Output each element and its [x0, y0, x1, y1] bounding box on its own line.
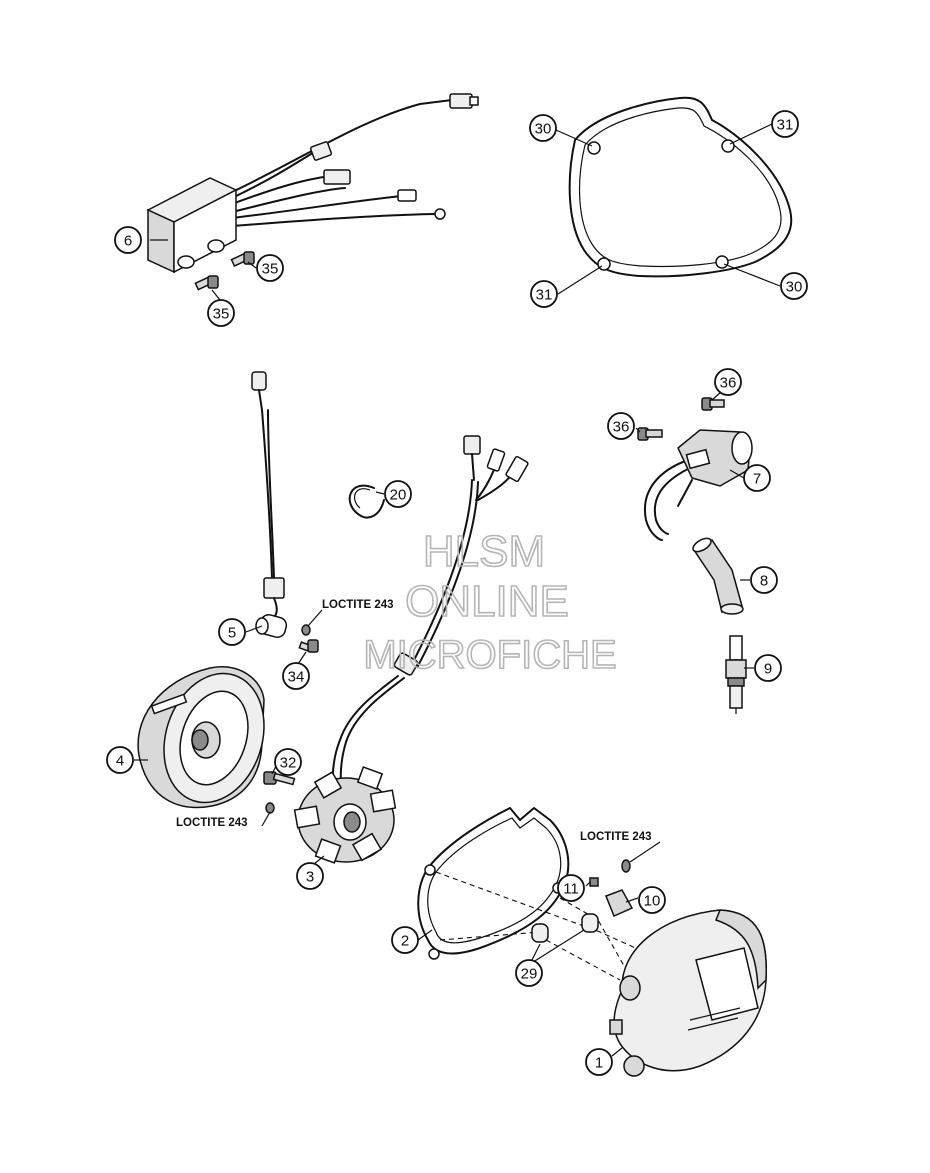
callout-32: 32	[274, 748, 302, 776]
stator	[293, 766, 397, 864]
callout-2: 2	[391, 926, 419, 954]
callout-6: 6	[114, 226, 142, 254]
screw-34	[298, 624, 319, 653]
callout-35-lower: 35	[207, 299, 235, 327]
callout-36-lower: 36	[607, 412, 635, 440]
screw-35-upper	[230, 251, 255, 268]
callout-30-top: 30	[529, 114, 557, 142]
callout-number: 1	[595, 1055, 603, 1072]
callout-29: 29	[515, 959, 543, 987]
callout-number: 4	[116, 753, 124, 770]
callout-5: 5	[218, 618, 246, 646]
callout-3: 3	[296, 862, 324, 890]
callout-number: 7	[753, 471, 761, 488]
dowel-pins	[531, 913, 599, 943]
callout-20: 20	[384, 480, 412, 508]
callout-31-top: 31	[771, 110, 799, 138]
callout-36-upper: 36	[714, 368, 742, 396]
callout-number: 10	[644, 893, 661, 910]
callout-number: 2	[401, 933, 409, 950]
callout-number: 8	[760, 573, 768, 590]
callout-number: 31	[536, 287, 553, 304]
callout-11: 11	[557, 874, 585, 902]
loctite-label-stator: LOCTITE 243	[176, 817, 248, 829]
callout-9: 9	[754, 654, 782, 682]
ignition-coil	[643, 429, 753, 541]
watermark-line-3: MICROFICHE	[363, 633, 616, 677]
screw-35-lower	[194, 275, 219, 291]
callout-number: 34	[288, 669, 305, 686]
callout-number: 5	[228, 625, 236, 642]
callout-number: 20	[390, 487, 407, 504]
screw-36-lower	[637, 427, 663, 441]
callout-number: 30	[535, 121, 552, 138]
stator-cable	[331, 435, 529, 791]
callout-number: 32	[280, 755, 297, 772]
cover-gasket-top	[568, 96, 793, 278]
ignition-cover	[609, 909, 768, 1077]
watermark: HLSM ONLINE MICROFICHE	[363, 526, 618, 678]
watermark-line-2: ONLINE	[405, 577, 569, 626]
clip-10	[605, 859, 634, 918]
callout-number: 30	[786, 279, 803, 296]
dowel-guide-lines	[435, 871, 641, 981]
screw-32	[263, 771, 296, 814]
callout-10: 10	[638, 886, 666, 914]
callout-number: 36	[720, 375, 737, 392]
nut-11	[589, 877, 599, 887]
callout-number: 35	[213, 306, 230, 323]
callout-number: 36	[613, 419, 630, 436]
callout-30-bottom: 30	[780, 272, 808, 300]
circlip	[348, 484, 385, 519]
callout-number: 29	[521, 966, 538, 983]
callout-number: 6	[124, 233, 132, 250]
cdi-unit	[146, 93, 479, 274]
loctite-label-cover: LOCTITE 243	[580, 831, 652, 843]
callout-1: 1	[585, 1048, 613, 1076]
callout-31-bottom: 31	[530, 280, 558, 308]
spark-plug	[725, 635, 747, 714]
callout-number: 11	[563, 881, 579, 898]
callout-34: 34	[282, 662, 310, 690]
callout-7: 7	[743, 464, 771, 492]
callout-number: 9	[764, 661, 772, 678]
callout-4: 4	[106, 746, 134, 774]
callout-8: 8	[750, 566, 778, 594]
screw-36-upper	[701, 397, 725, 411]
spark-plug-cap	[692, 537, 744, 615]
pickup-sensor	[251, 371, 288, 638]
watermark-line-1: HLSM	[423, 527, 545, 576]
callout-number: 31	[777, 117, 794, 134]
leader-lines	[134, 123, 781, 1057]
loctite-label-pickup: LOCTITE 243	[322, 599, 394, 611]
callout-number: 35	[262, 261, 279, 278]
flywheel	[137, 666, 265, 809]
callout-number: 3	[306, 869, 314, 886]
callout-35-upper: 35	[256, 254, 284, 282]
